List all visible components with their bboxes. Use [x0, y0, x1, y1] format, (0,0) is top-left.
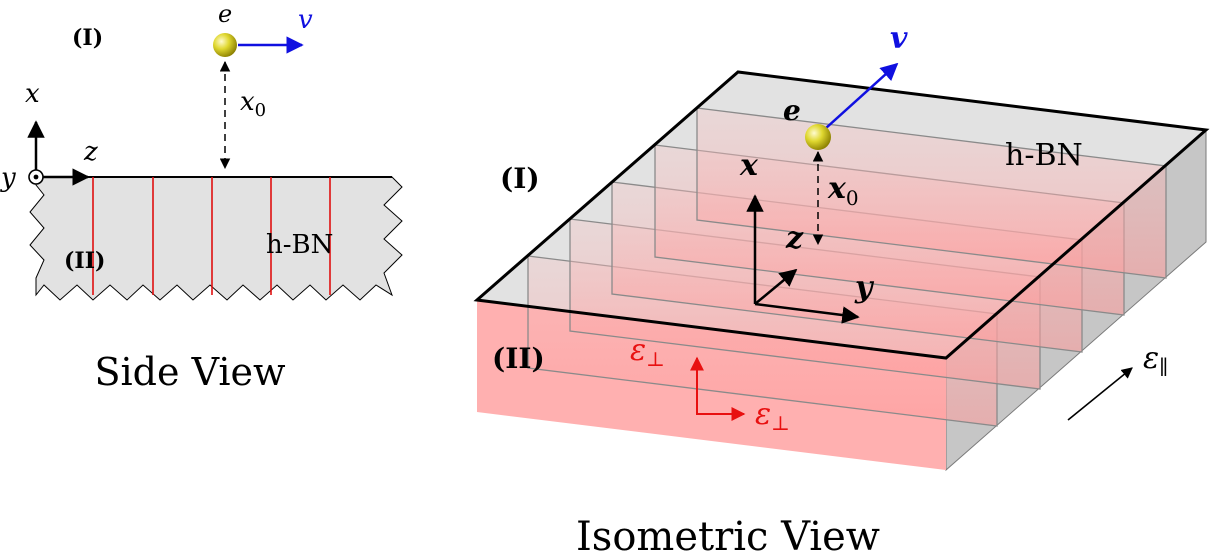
side-view-caption: Side View: [94, 350, 285, 394]
iso-axis-y-label: y: [854, 270, 875, 305]
iso-eps-perp-horizontal-label: ε⊥: [755, 397, 790, 435]
iso-axis-z-label: z: [785, 221, 804, 256]
iso-velocity-arrow: [825, 62, 899, 129]
iso-material-label: h-BN: [1005, 138, 1083, 173]
iso-eps-par-arrow: [1067, 367, 1133, 421]
side-electron-label: e: [218, 0, 232, 28]
iso-eps-par-label: ε∥: [1143, 341, 1168, 379]
side-axis-y-label: y: [0, 163, 16, 193]
side-axis-y-dot-center: [33, 174, 39, 180]
iso-velocity-label: v: [890, 21, 908, 56]
side-axis-z-label: z: [83, 137, 98, 167]
iso-eps-perp-vertical-label: ε⊥: [630, 333, 665, 371]
iso-slab-top-outline: [473, 70, 1210, 360]
iso-electron-icon: [805, 124, 831, 150]
iso-region-II-label: (II): [492, 342, 545, 375]
side-slab: [29, 176, 403, 301]
side-axis-x-label: x: [25, 79, 40, 109]
side-height-label: x0: [240, 87, 266, 121]
iso-layers: [527, 107, 1167, 427]
side-layer-lines: [92, 177, 331, 295]
isometric-view: h-BN x y z v e x0 (I) (II) ε⊥ ε⊥ ε∥ Isom…: [473, 21, 1210, 553]
side-velocity-label: v: [298, 5, 313, 35]
iso-axis-y-arrow: [754, 302, 860, 324]
iso-axis-x-label: x: [739, 148, 759, 183]
side-region-II-label: (II): [64, 248, 105, 274]
side-view: x y z e v x0 (I) (II) h-BN Side View: [0, 0, 403, 394]
side-material-label: h-BN: [266, 230, 333, 260]
iso-view-caption: Isometric View: [576, 514, 880, 553]
iso-axis-z-arrow: [754, 268, 798, 305]
side-region-I-label: (I): [72, 25, 103, 51]
iso-height-label: x0: [827, 171, 859, 210]
side-electron-icon: [213, 33, 237, 57]
iso-electron-label: e: [783, 94, 801, 127]
iso-region-I-label: (I): [500, 162, 540, 195]
